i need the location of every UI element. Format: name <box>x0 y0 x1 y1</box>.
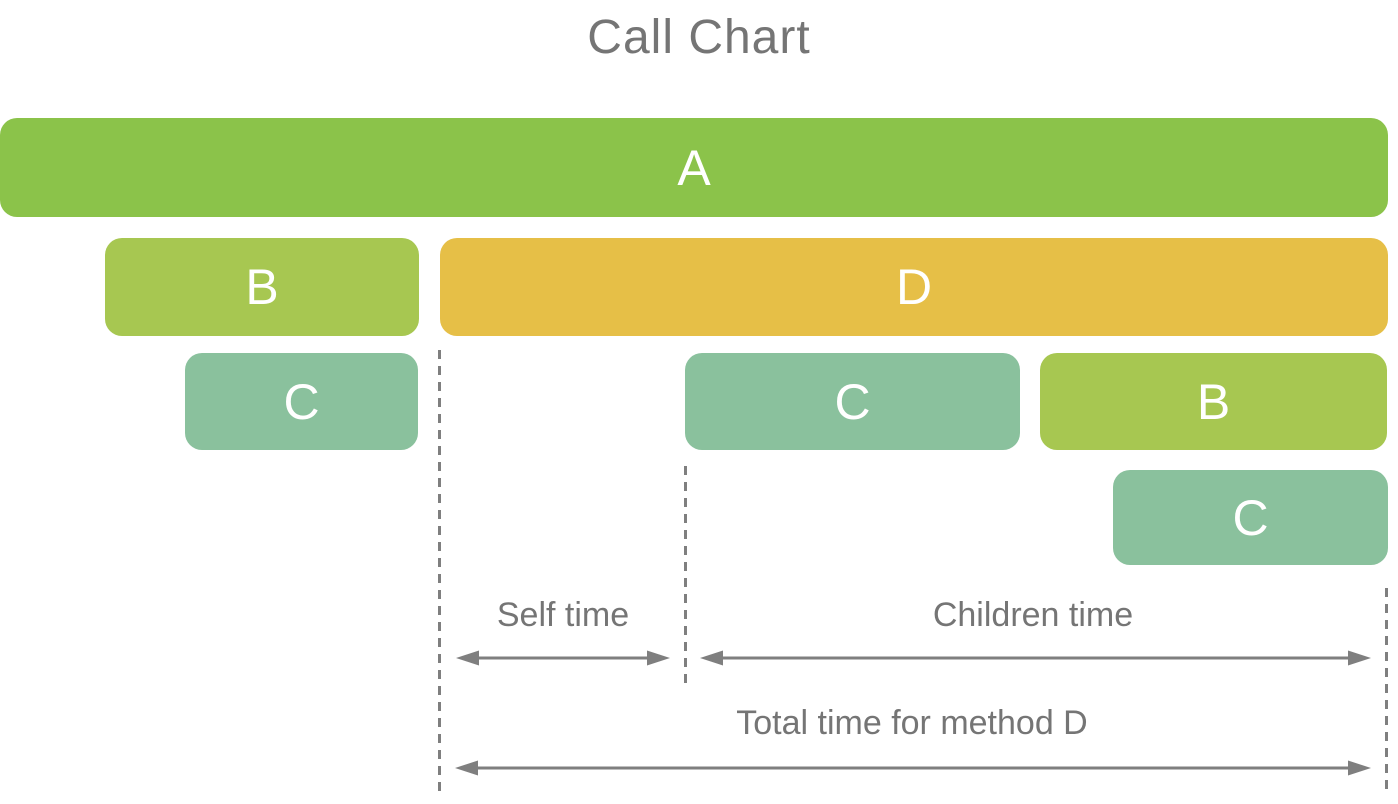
arrowhead-left-icon <box>456 650 479 666</box>
total-time-arrow <box>455 760 1371 776</box>
arrowhead-left-icon <box>455 760 478 776</box>
total-time-label: Total time for method D <box>736 704 1088 742</box>
self-time-label: Self time <box>496 596 630 634</box>
bar-b-1-label: B <box>245 259 279 315</box>
bar-c-2: C <box>685 353 1020 450</box>
bar-b-2: B <box>1040 353 1387 450</box>
bar-a: A <box>0 118 1388 217</box>
bar-b-1: B <box>105 238 419 336</box>
bar-c-1-label: C <box>283 373 320 430</box>
arrowhead-right-icon <box>1348 650 1371 666</box>
self-time-arrow <box>456 650 670 666</box>
children-time-arrow <box>700 650 1371 666</box>
bar-c-3: C <box>1113 470 1388 565</box>
bar-c-2-label: C <box>834 373 871 430</box>
page-title: Call Chart <box>587 11 811 64</box>
guide-line-children-start <box>684 466 687 685</box>
arrowhead-left-icon <box>700 650 723 666</box>
guide-line-method-d-end <box>1385 588 1388 792</box>
bar-c-1: C <box>185 353 418 450</box>
bar-c-3-label: C <box>1232 489 1269 546</box>
bar-d: D <box>440 238 1388 336</box>
guide-line-method-d-start <box>438 350 441 792</box>
bar-b-2-label: B <box>1196 373 1231 430</box>
children-time-label: Children time <box>932 596 1134 634</box>
arrowhead-right-icon <box>1348 760 1371 776</box>
arrowhead-right-icon <box>647 650 670 666</box>
bar-d-label: D <box>895 259 933 315</box>
bar-a-label: A <box>677 139 711 196</box>
